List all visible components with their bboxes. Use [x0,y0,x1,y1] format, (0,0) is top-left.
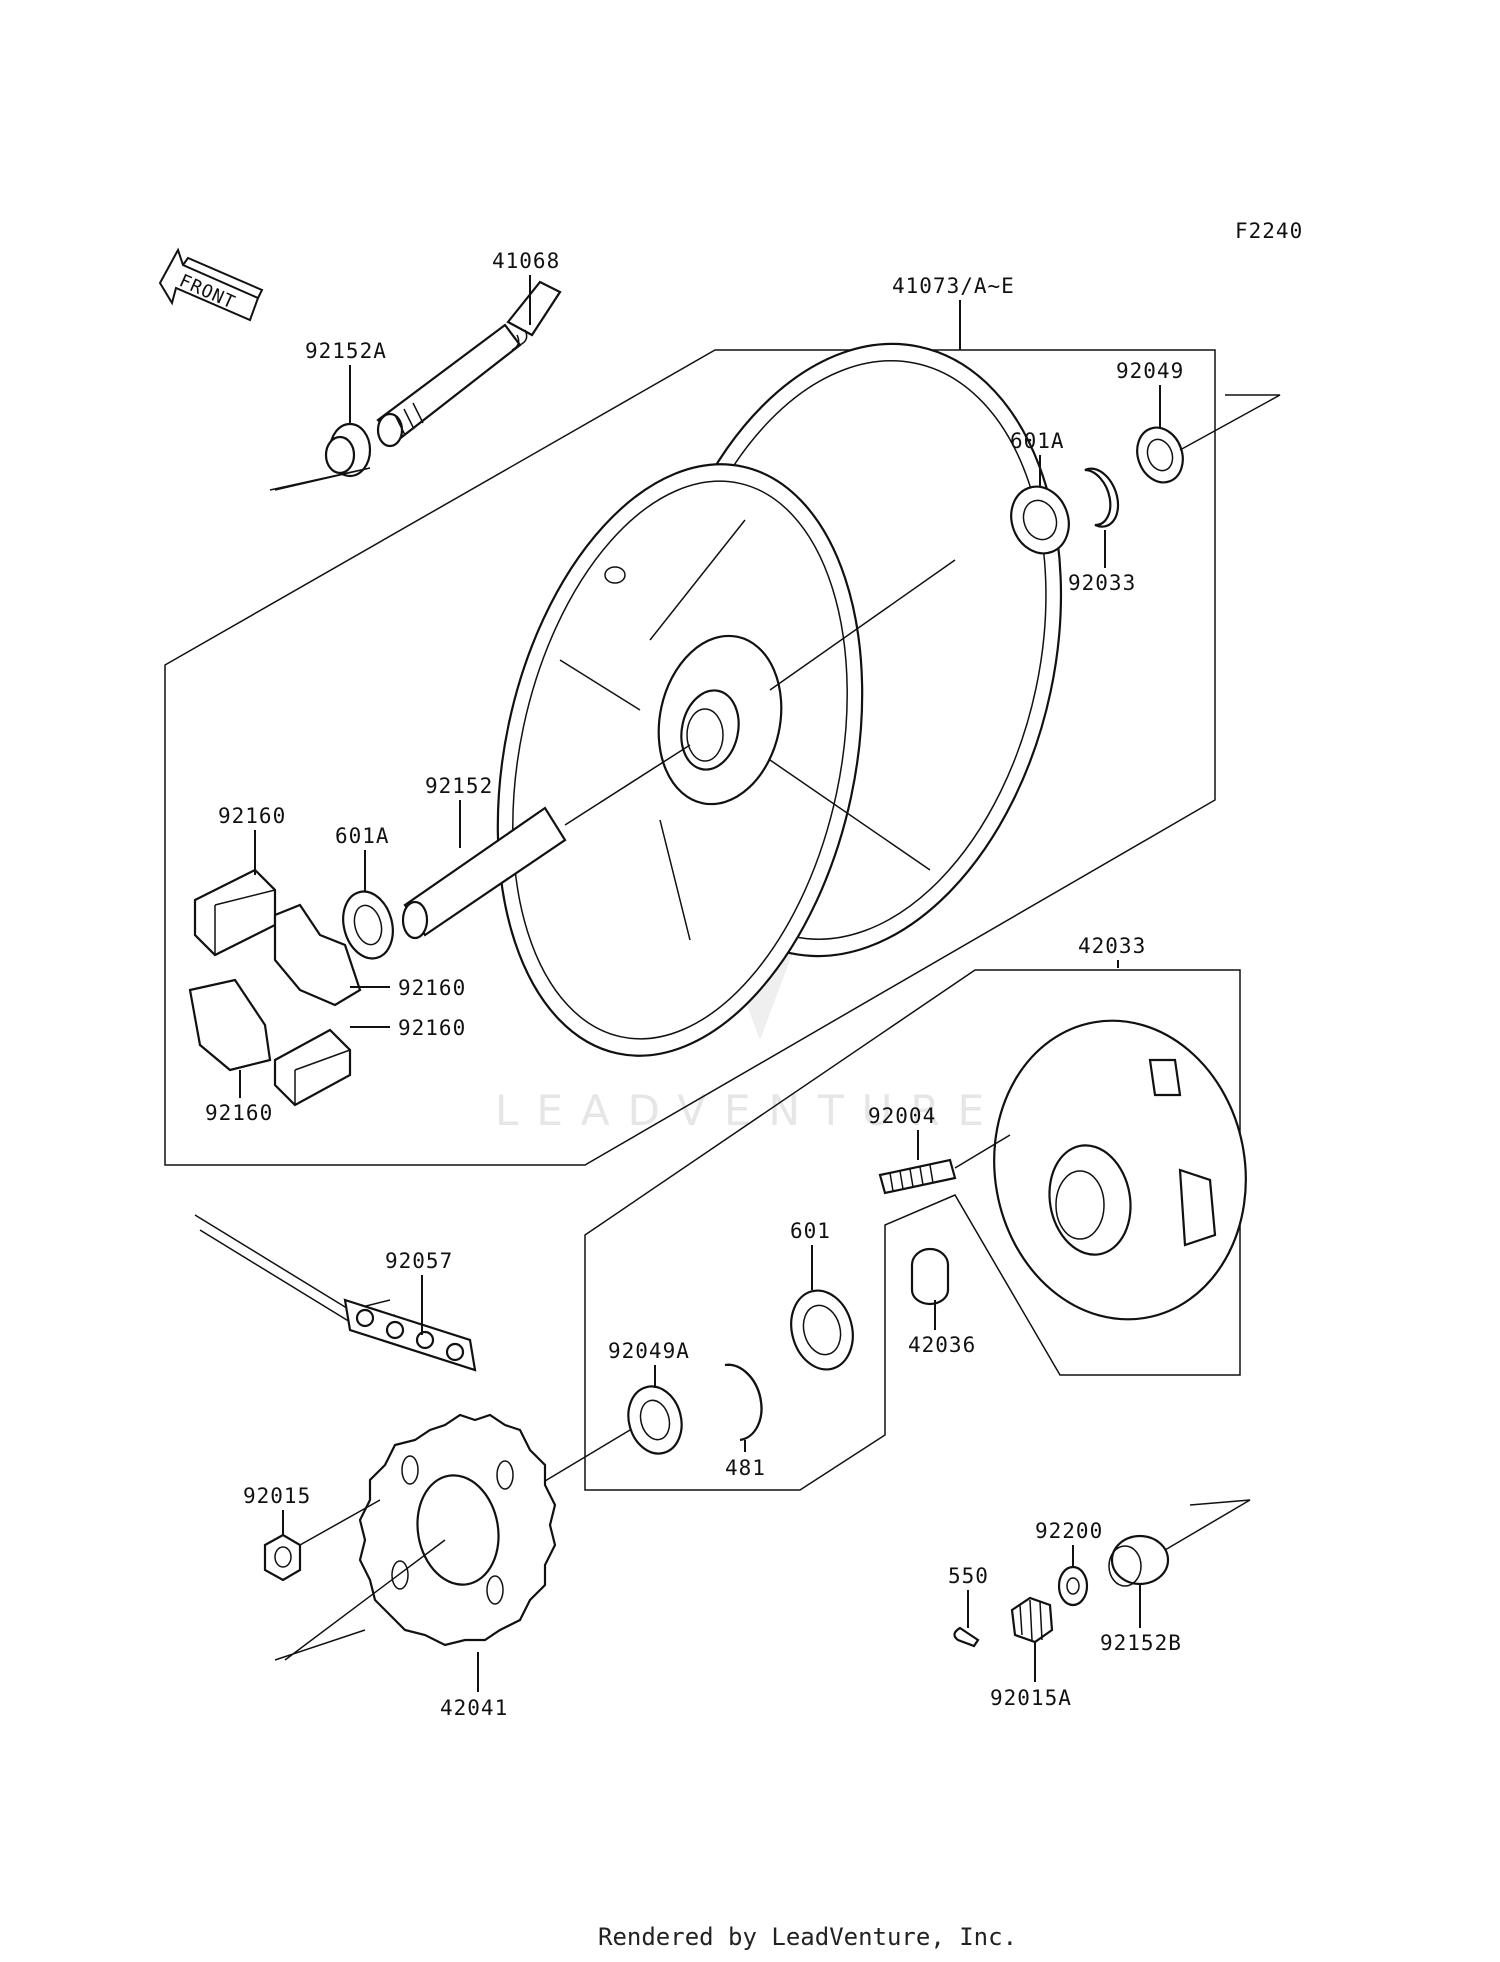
footer-credit: Rendered by LeadVenture, Inc. [598,1923,1017,1951]
collar-92152B [1108,1499,1251,1587]
wheel-group-outline [164,349,1216,1166]
hub-group-outline [584,969,1241,1491]
label-92049A[interactable]: 92049A [608,1339,690,1363]
label-601A-top[interactable]: 601A [1010,429,1065,453]
damper-92160-c [188,978,272,1072]
oil-seal-92049 [1136,394,1281,484]
label-42036[interactable]: 42036 [908,1333,976,1357]
label-92200[interactable]: 92200 [1035,1519,1103,1543]
damper-92160-b [273,903,362,1007]
part-labels: 41068 41073/A~E 92152A 92049 601A 92033 … [205,249,1184,1720]
label-92033[interactable]: 92033 [1068,571,1136,595]
label-550[interactable]: 550 [948,1564,989,1588]
label-92057[interactable]: 92057 [385,1249,453,1273]
washer-92200 [1057,1565,1089,1607]
collar-92152 [401,744,691,940]
bearing-601A-top [1010,485,1070,555]
hub-42033 [993,1019,1247,1321]
circlip-92033 [1084,467,1120,528]
label-92152A[interactable]: 92152A [305,339,387,363]
diagram-code: F2240 [1235,219,1303,243]
label-92160-c[interactable]: 92160 [398,1016,466,1040]
sprocket-42041 [274,1413,557,1661]
axle-41068 [376,280,562,448]
chain-92057 [194,1214,477,1372]
oil-seal-92049A [529,1385,683,1491]
label-481[interactable]: 481 [725,1456,766,1480]
label-41068[interactable]: 41068 [492,249,560,273]
label-92015A[interactable]: 92015A [990,1686,1072,1710]
nut-92015A [1010,1596,1054,1644]
front-arrow-icon: FRONT [158,247,264,322]
bearing-601 [790,1289,854,1371]
label-92152B[interactable]: 92152B [1100,1631,1182,1655]
label-41073[interactable]: 41073/A~E [892,274,1015,298]
label-92160-d[interactable]: 92160 [205,1101,273,1125]
collar-92152A [269,422,372,491]
label-92015[interactable]: 92015 [243,1484,311,1508]
label-92152[interactable]: 92152 [425,774,493,798]
label-42033[interactable]: 42033 [1078,934,1146,958]
label-92160-b[interactable]: 92160 [398,976,466,1000]
circlip-481 [724,1363,763,1442]
stud-92004 [878,1134,1011,1195]
label-601[interactable]: 601 [790,1219,831,1243]
leader-lines [239,275,1161,1692]
damper-92160-d [273,1028,352,1107]
watermark-text: LEADVENTURE [495,1086,1002,1135]
label-92049[interactable]: 92049 [1116,359,1184,383]
label-42041[interactable]: 42041 [440,1696,508,1720]
collar-42036 [910,1247,950,1306]
wheel-41073 [496,342,1063,1057]
damper-92160-a [193,868,277,957]
bearing-601A-left [342,890,394,960]
label-601A-left[interactable]: 601A [335,824,390,848]
nut-92015 [263,1499,381,1582]
cotter-pin-550 [953,1626,980,1648]
label-92004[interactable]: 92004 [868,1104,936,1128]
label-92160-a[interactable]: 92160 [218,804,286,828]
